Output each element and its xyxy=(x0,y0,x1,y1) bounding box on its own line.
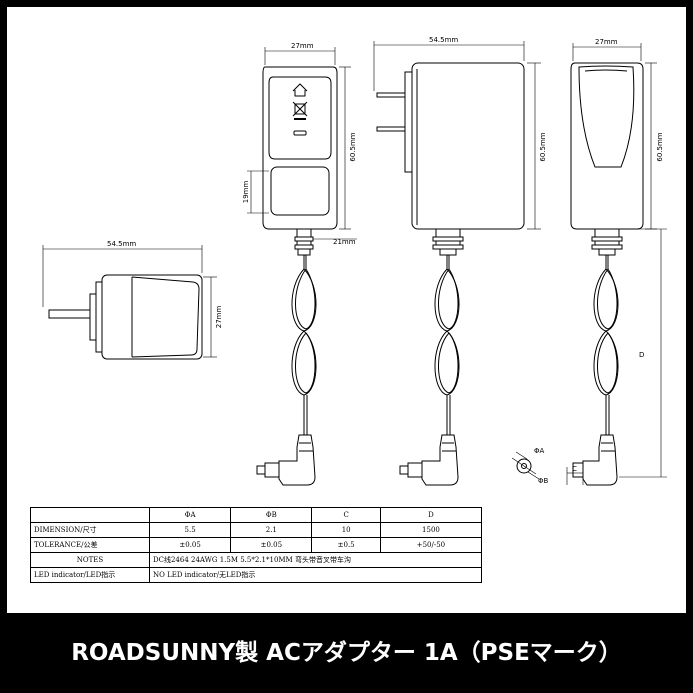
phi-b-label: ΦB xyxy=(538,477,549,485)
spec-header-cell xyxy=(30,507,150,523)
cable-length-label: D xyxy=(639,351,644,359)
table-cell: 1500 xyxy=(379,522,483,538)
table-cell: 10 xyxy=(311,522,381,538)
drawing-frame: 27mm 60.5mm 19mm 21mm 54.5mm 60.5mm xyxy=(7,7,686,613)
front-window-label: 19mm xyxy=(242,181,250,204)
spec-header-row: ΦA ΦB C D xyxy=(30,507,483,523)
front-width-label: 27mm xyxy=(291,42,314,50)
front-dimensions xyxy=(247,47,357,240)
spec-header-cell: ΦA xyxy=(148,507,232,523)
back-height-label: 60.5mm xyxy=(656,132,664,161)
table-row: TOLERANCE/公差 ±0.05 ±0.05 ±0.5 +50/-50 xyxy=(30,537,483,553)
top-plug-pin xyxy=(48,309,91,319)
home-icon xyxy=(292,83,308,97)
table-cell: +50/-50 xyxy=(379,537,483,553)
notes-row: NOTES DC线2464 24AWG 1.5M 5.5*2.1*10MM 弯头… xyxy=(30,552,482,568)
back-width-label: 27mm xyxy=(595,38,618,46)
front-panel-upper xyxy=(268,76,332,160)
table-row: DIMENSION/尺寸 5.5 2.1 10 1500 xyxy=(30,522,483,538)
top-taper xyxy=(131,276,200,358)
top-width-label: 54.5mm xyxy=(107,240,136,248)
front-height-label: 60.5mm xyxy=(349,132,357,161)
top-body-outline xyxy=(101,274,203,360)
plug-end-symbol xyxy=(516,458,532,474)
back-view xyxy=(511,62,644,486)
front-body-outline xyxy=(262,66,338,230)
table-cell: 5.5 xyxy=(148,522,232,538)
notes-label: NOTES xyxy=(30,552,150,568)
back-top-curve xyxy=(578,65,635,168)
led-text: NO LED indicator/无LED指示 xyxy=(149,567,482,583)
front-window xyxy=(270,166,330,216)
banner-title: ROADSUNNY製 ACアダプター 1A（PSEマーク） xyxy=(71,640,622,666)
led-slot xyxy=(293,130,307,136)
spec-header-cell: D xyxy=(379,507,483,523)
side-width-label: 54.5mm xyxy=(429,36,458,44)
table-cell: ±0.05 xyxy=(148,537,232,553)
notes-text: DC线2464 24AWG 1.5M 5.5*2.1*10MM 弯头带音叉带车沟 xyxy=(149,552,482,568)
spec-header-cell: ΦB xyxy=(230,507,313,523)
led-row: LED indicator/LED指示 NO LED indicator/无LE… xyxy=(30,567,482,583)
bin-cross-icon xyxy=(292,101,308,117)
side-body-outline xyxy=(411,62,525,230)
table-cell: 2.1 xyxy=(230,522,313,538)
title-banner: ROADSUNNY製 ACアダプター 1A（PSEマーク） xyxy=(0,613,693,693)
bin-icon xyxy=(294,103,306,115)
top-view xyxy=(48,274,203,360)
top-dimensions xyxy=(42,245,217,358)
row-label: TOLERANCE/公差 xyxy=(30,537,150,553)
row-label: DIMENSION/尺寸 xyxy=(30,522,150,538)
spec-table: ΦA ΦB C D DIMENSION/尺寸 5.5 2.1 10 1500 T… xyxy=(30,507,483,583)
spec-header-cell: C xyxy=(311,507,381,523)
table-cell: ±0.05 xyxy=(230,537,313,553)
top-height-label: 27mm xyxy=(215,306,223,329)
side-plug-pins xyxy=(376,92,405,132)
c-label: C xyxy=(572,465,577,473)
back-body-outline xyxy=(570,62,644,230)
front-view xyxy=(256,66,338,486)
side-dimensions xyxy=(373,41,541,230)
table-cell: ±0.5 xyxy=(311,537,381,553)
side-view xyxy=(376,62,525,486)
front-cable-gap-label: 21mm xyxy=(333,238,356,246)
phi-a-label: ΦA xyxy=(534,447,545,455)
side-height-label: 60.5mm xyxy=(539,132,547,161)
led-label: LED indicator/LED指示 xyxy=(30,567,150,583)
technical-drawing: 27mm 60.5mm 19mm 21mm 54.5mm 60.5mm xyxy=(42,36,667,486)
back-dimensions xyxy=(566,43,667,485)
